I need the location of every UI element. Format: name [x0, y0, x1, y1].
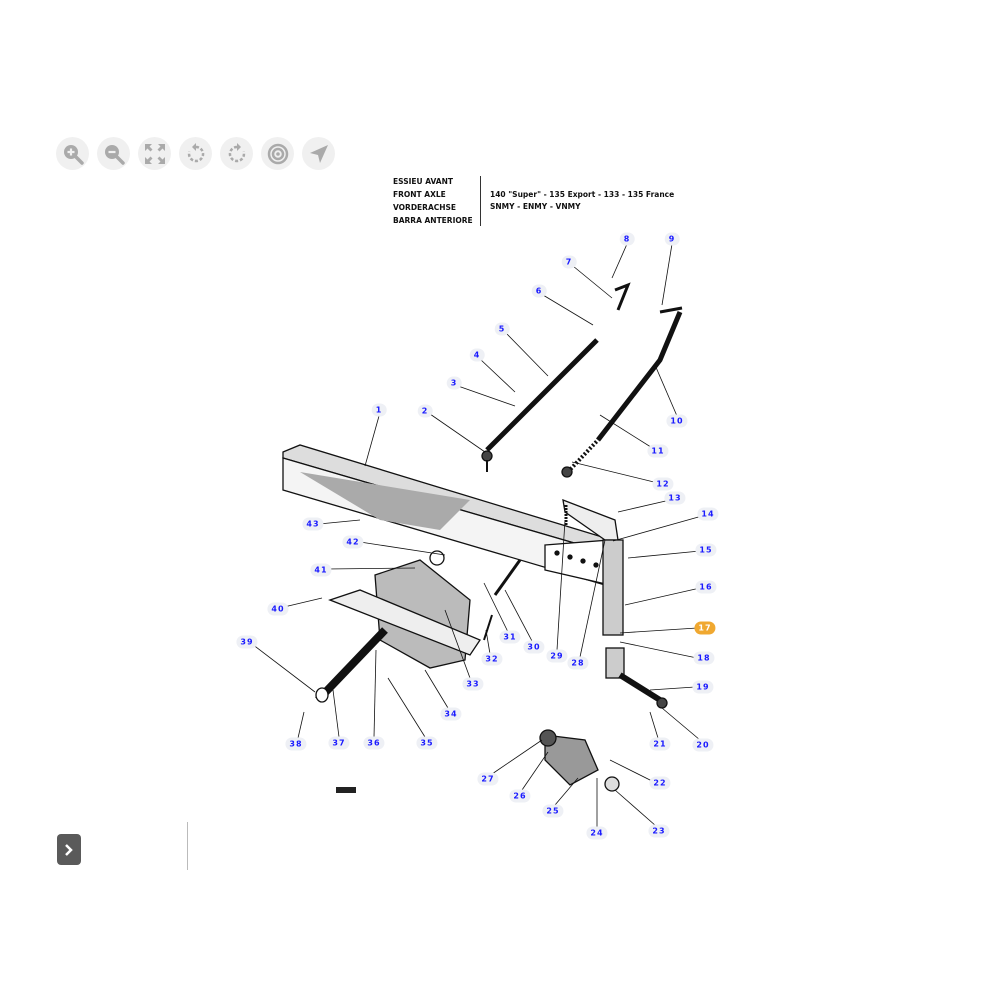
part-label[interactable]: 1	[371, 403, 387, 417]
part-label[interactable]: 22	[649, 776, 671, 790]
part-label[interactable]: 30	[523, 640, 545, 654]
part-label[interactable]: 3	[446, 376, 462, 390]
part-label[interactable]: 33	[462, 677, 484, 691]
part-label[interactable]: 40	[267, 602, 289, 616]
diagram-title: ESSIEU AVANT FRONT AXLE VORDERACHSE BARR…	[393, 175, 473, 227]
rotate-left-button[interactable]	[179, 137, 212, 170]
part-label[interactable]: 10	[666, 414, 688, 428]
part-label[interactable]: 38	[285, 737, 307, 751]
part-label[interactable]: 25	[542, 804, 564, 818]
models-text: 140 "Super" - 135 Export - 133 - 135 Fra…	[490, 190, 675, 199]
part-label[interactable]: 11	[647, 444, 669, 458]
part-label[interactable]: 28	[567, 656, 589, 670]
part-label[interactable]: 42	[342, 535, 364, 549]
part-label[interactable]: 18	[693, 651, 715, 665]
part-label[interactable]: 15	[695, 543, 717, 557]
part-label[interactable]: 2	[417, 404, 433, 418]
next-page-button[interactable]	[57, 834, 81, 865]
part-label[interactable]: 16	[695, 580, 717, 594]
zoom-out-icon	[104, 144, 125, 165]
rotate-right-icon	[228, 142, 245, 162]
part-label[interactable]: 4	[469, 348, 485, 362]
part-label[interactable]: 32	[481, 652, 503, 666]
part-label[interactable]: 5	[494, 322, 510, 336]
part-label[interactable]: 41	[310, 563, 332, 577]
part-label[interactable]: 39	[236, 635, 258, 649]
title-brace	[480, 176, 483, 226]
chevron-right-icon	[65, 843, 73, 856]
part-label[interactable]: 27	[477, 772, 499, 786]
part-label[interactable]: 21	[649, 737, 671, 751]
part-label[interactable]: 26	[509, 789, 531, 803]
page-edge-divider	[187, 822, 188, 870]
zoom-in-icon	[63, 144, 84, 165]
navigate-button[interactable]	[302, 137, 335, 170]
codes-text: SNMY - ENMY - VNMY	[490, 202, 581, 211]
title-it: BARRA ANTERIORE	[393, 216, 473, 225]
part-label[interactable]: 36	[363, 736, 385, 750]
part-label[interactable]: 14	[697, 507, 719, 521]
part-label[interactable]: 35	[416, 736, 438, 750]
part-label[interactable]: 8	[619, 232, 635, 246]
fit-screen-button[interactable]	[138, 137, 171, 170]
target-icon	[267, 143, 288, 164]
viewer-toolbar	[56, 137, 335, 170]
part-label[interactable]: 13	[664, 491, 686, 505]
rotate-right-button[interactable]	[220, 137, 253, 170]
document-id-stamp	[336, 787, 356, 793]
rotate-left-icon	[187, 142, 204, 162]
part-label[interactable]: 31	[499, 630, 521, 644]
part-label[interactable]: 6	[531, 284, 547, 298]
part-label[interactable]: 23	[648, 824, 670, 838]
part-label[interactable]: 43	[302, 517, 324, 531]
part-label[interactable]: 12	[652, 477, 674, 491]
part-label[interactable]: 9	[664, 232, 680, 246]
zoom-out-button[interactable]	[97, 137, 130, 170]
title-fr: ESSIEU AVANT	[393, 177, 453, 186]
expand-icon	[144, 143, 165, 164]
leader-lines	[251, 243, 703, 827]
title-en: FRONT AXLE	[393, 190, 446, 199]
part-label[interactable]: 7	[561, 255, 577, 269]
zoom-in-button[interactable]	[56, 137, 89, 170]
part-label[interactable]: 29	[546, 649, 568, 663]
part-label[interactable]: 20	[692, 738, 714, 752]
part-label[interactable]: 34	[440, 707, 462, 721]
part-label[interactable]: 19	[692, 680, 714, 694]
part-label[interactable]: 37	[328, 736, 350, 750]
target-button[interactable]	[261, 137, 294, 170]
title-de: VORDERACHSE	[393, 203, 457, 212]
part-label-selected[interactable]: 17	[694, 621, 716, 635]
navigate-arrow-icon	[309, 144, 328, 163]
model-info: 140 "Super" - 135 Export - 133 - 135 Fra…	[490, 189, 674, 213]
part-label[interactable]: 24	[586, 826, 608, 840]
